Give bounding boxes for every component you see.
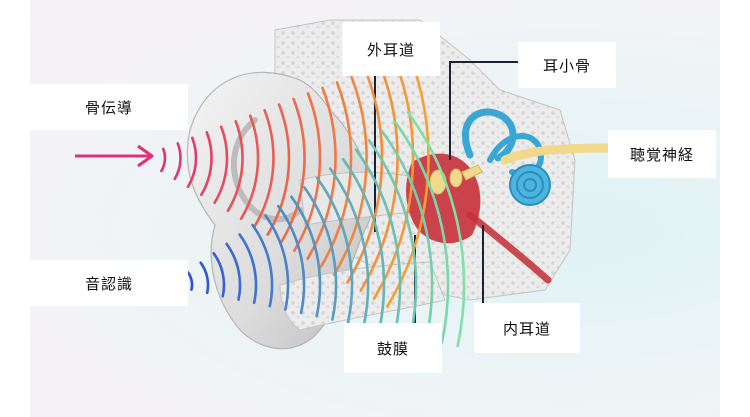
sound-wave-arc (238, 233, 258, 305)
sound-wave-arc (303, 186, 338, 321)
sound-wave-arc (315, 176, 354, 325)
sound-wave-arc (346, 70, 384, 284)
lower-sound-waves (186, 110, 466, 348)
sound-wave-arc (173, 142, 182, 181)
sound-wave-arc (359, 64, 399, 292)
label-sound-recognition: 音認識 (30, 260, 188, 306)
sound-wave-arc (225, 242, 242, 301)
input-arrow (75, 144, 154, 168)
sound-wave-arc (239, 114, 260, 221)
sound-wave-arc (354, 148, 402, 335)
sound-wave-arc (332, 75, 368, 276)
label-ossicles: 耳小骨 (518, 42, 616, 88)
label-ear-canal: 外耳道 (342, 22, 440, 76)
ossicles-shape (429, 164, 483, 195)
sound-wave-arc (200, 131, 213, 197)
sound-wave-arc (264, 214, 290, 311)
auditory-nerve-shape (500, 143, 615, 165)
sound-wave-arc (406, 110, 466, 348)
label-auditory-nerve: 聴覚神経 (608, 130, 716, 178)
sound-wave-arc (186, 270, 194, 291)
sound-wave-arc (386, 53, 430, 308)
sound-wave-arc (341, 157, 386, 331)
sound-wave-arc (186, 136, 198, 189)
ear-fold (230, 117, 303, 223)
sound-wave-arc (226, 120, 244, 213)
sound-wave-arc (266, 103, 291, 236)
sound-wave-arc (199, 261, 210, 295)
sound-wave-arc (277, 204, 306, 315)
sound-wave-arc (328, 167, 370, 328)
sound-wave-arc (367, 139, 418, 338)
sound-wave-arc (279, 97, 306, 244)
sound-wave-arc (213, 125, 229, 205)
jaw-bone (279, 261, 446, 331)
sound-wave-arc (251, 223, 274, 308)
sound-wave-arc (253, 108, 275, 229)
label-bone-conduction: 骨伝導 (30, 84, 188, 130)
sound-wave-arc (393, 120, 450, 345)
label-eardrum: 鼓膜 (344, 323, 442, 373)
sound-wave-arc (160, 147, 167, 173)
sound-wave-arc (290, 195, 322, 318)
sound-wave-arc (212, 252, 226, 298)
sound-wave-arc (380, 129, 434, 341)
sound-wave-arc (293, 92, 322, 252)
eustachian-tube (466, 211, 552, 284)
label-inner-ear-canal: 内耳道 (474, 303, 580, 353)
